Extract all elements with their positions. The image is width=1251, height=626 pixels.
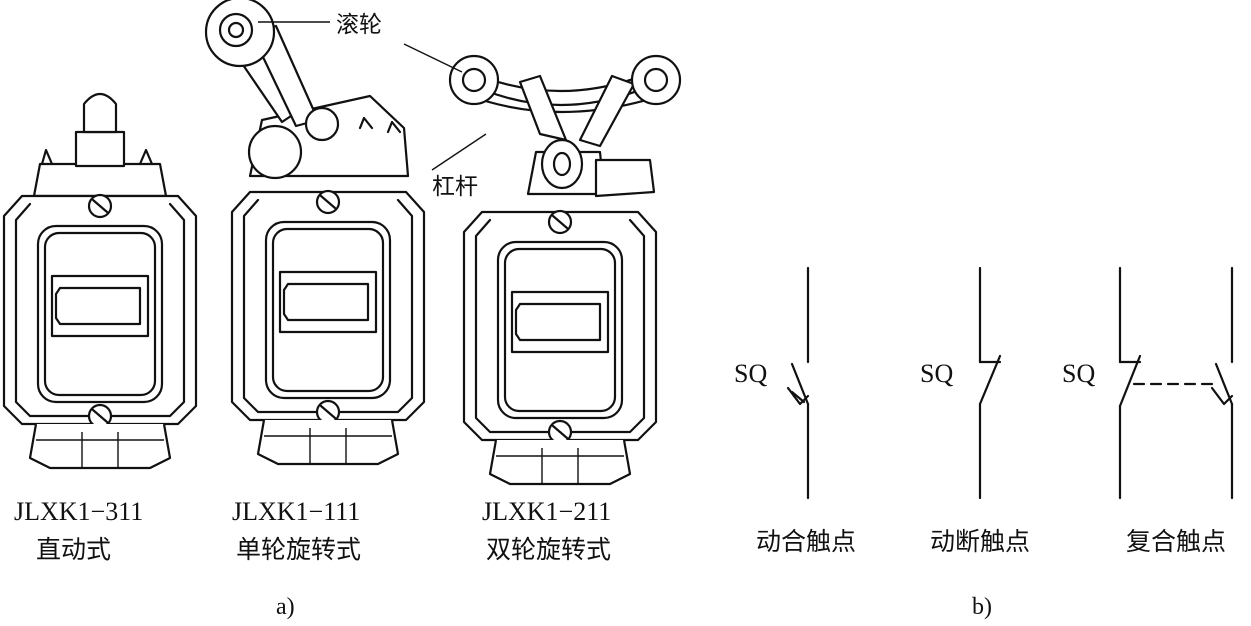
model-label-2: JLXK1−111 bbox=[232, 497, 360, 526]
symbol-name-1: 动合触点 bbox=[756, 527, 856, 556]
symbol-normally-open bbox=[786, 266, 810, 500]
symbol-tag-3: SQ bbox=[1062, 359, 1095, 388]
switch-single-roller bbox=[204, 0, 426, 466]
type-label-3: 双轮旋转式 bbox=[486, 535, 611, 564]
panel-b-label: b) bbox=[972, 594, 992, 620]
type-label-2: 单轮旋转式 bbox=[236, 535, 361, 564]
type-label-1: 直动式 bbox=[36, 535, 111, 564]
lever-leader bbox=[431, 133, 487, 171]
switch-direct-acting bbox=[2, 92, 198, 470]
symbol-compound bbox=[1118, 266, 1234, 500]
model-label-3: JLXK1−211 bbox=[482, 497, 611, 526]
symbol-tag-1: SQ bbox=[734, 359, 767, 388]
model-label-1: JLXK1−311 bbox=[14, 497, 143, 526]
switch-double-roller bbox=[448, 54, 682, 486]
symbol-tag-2: SQ bbox=[920, 359, 953, 388]
symbol-normally-closed bbox=[978, 266, 1002, 500]
symbol-name-2: 动断触点 bbox=[930, 527, 1030, 556]
roller-callout: 滚轮 bbox=[336, 12, 382, 38]
panel-a-label: a) bbox=[276, 594, 295, 620]
lever-callout: 杠杆 bbox=[432, 174, 478, 200]
roller-leader-2 bbox=[403, 43, 463, 73]
symbol-name-3: 复合触点 bbox=[1126, 527, 1226, 556]
